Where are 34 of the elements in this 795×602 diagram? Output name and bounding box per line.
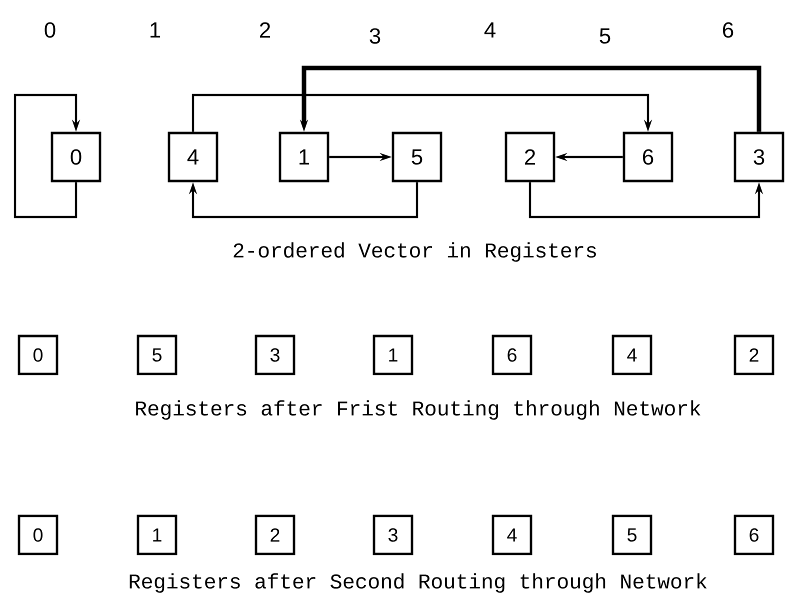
register-box: 1	[136, 514, 178, 556]
caption: Registers after Frist Routing through Network	[136, 400, 700, 420]
arrow	[14, 94, 80, 218]
register-box: 6	[492, 334, 532, 376]
register-box: 4	[168, 132, 218, 182]
register-box: 0	[50, 132, 102, 182]
arrow	[192, 94, 652, 132]
register-box: 2	[504, 132, 556, 182]
register-box: 5	[392, 132, 442, 182]
caption: Registers after Second Routing through Network	[130, 573, 707, 593]
register-box: 0	[18, 514, 58, 556]
column-number: 3	[370, 28, 380, 44]
register-box: 6	[622, 132, 674, 182]
column-number: 6	[723, 22, 734, 38]
register-box: 1	[372, 334, 414, 376]
column-number: 4	[484, 22, 496, 38]
register-box: 1	[278, 132, 330, 182]
column-number: 1	[150, 22, 160, 38]
register-box: 3	[372, 514, 414, 556]
register-box: 3	[254, 334, 296, 376]
arrow	[188, 182, 418, 218]
register-box: 5	[136, 334, 178, 376]
column-number: 2	[260, 22, 270, 38]
register-box: 6	[734, 514, 774, 556]
caption: 2-ordered Vector in Registers	[234, 242, 596, 262]
column-number: 0	[44, 22, 56, 38]
register-box: 0	[18, 334, 58, 376]
column-number: 5	[600, 28, 610, 44]
register-box: 4	[492, 514, 532, 556]
register-box: 3	[734, 132, 784, 182]
register-box: 5	[612, 514, 652, 556]
register-box: 2	[734, 334, 774, 376]
register-box: 4	[612, 334, 652, 376]
register-box: 2	[254, 514, 296, 556]
